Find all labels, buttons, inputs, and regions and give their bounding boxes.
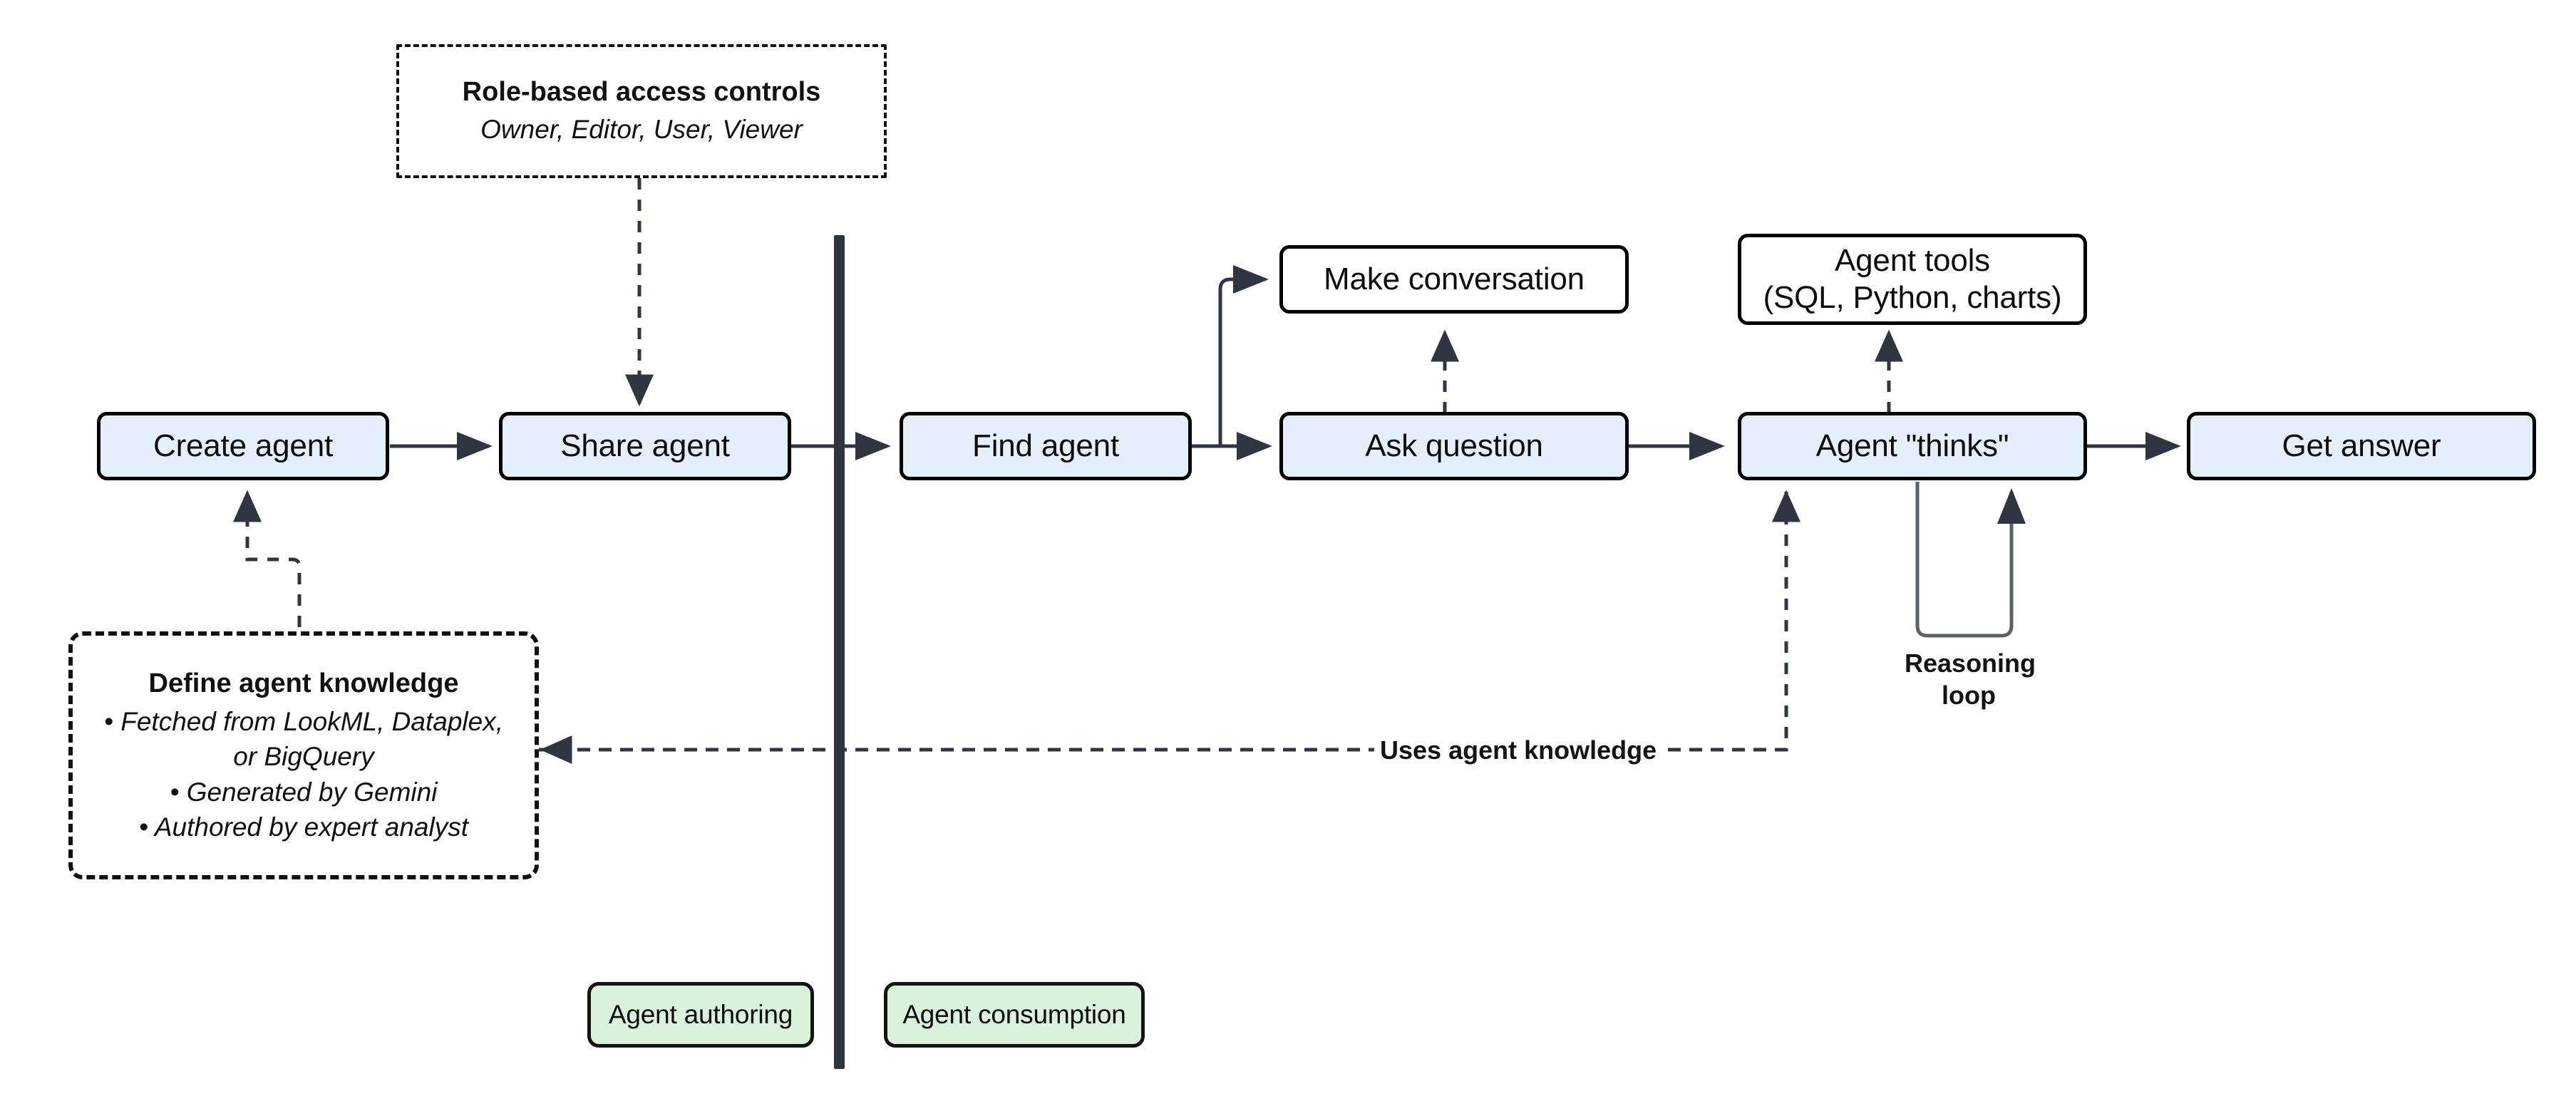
- node-create-agent[interactable]: Create agent: [97, 412, 389, 480]
- node-create-agent-label: Create agent: [153, 428, 333, 464]
- node-find-agent-label: Find agent: [972, 428, 1119, 464]
- knowledge-note-item-fetched: • Fetched from LookML, Dataplex, or BigQ…: [104, 707, 503, 772]
- edge-find-to-make-conversation: [1218, 265, 1269, 446]
- edge-label-uses-agent-knowledge: Uses agent knowledge: [1374, 734, 1663, 766]
- edge-reasoning-loop: [1915, 482, 2026, 638]
- node-get-answer[interactable]: Get answer: [2187, 412, 2536, 480]
- node-find-agent[interactable]: Find agent: [900, 412, 1192, 480]
- knowledge-note-title: Define agent knowledge: [148, 668, 459, 698]
- node-get-answer-label: Get answer: [2282, 428, 2441, 464]
- edge-label-reasoning-loop-line2: loop: [1942, 681, 1996, 710]
- legend-agent-authoring[interactable]: Agent authoring: [587, 982, 814, 1048]
- node-ask-question-label: Ask question: [1365, 428, 1543, 464]
- node-share-agent[interactable]: Share agent: [499, 412, 791, 480]
- node-agent-tools-label-line1: Agent tools: [1835, 243, 1990, 279]
- node-make-conversation-label: Make conversation: [1324, 262, 1585, 297]
- node-agent-tools-label-line2: (SQL, Python, charts): [1763, 280, 2062, 315]
- knowledge-note-item-generated: • Generated by Gemini: [170, 777, 438, 807]
- note-role-based-access-controls: Role-based access controls Owner, Editor…: [396, 44, 887, 178]
- node-agent-thinks[interactable]: Agent "thinks": [1738, 412, 2087, 480]
- rbac-note-title: Role-based access controls: [462, 76, 821, 107]
- edge-knowledge-to-create-agent: [233, 490, 302, 627]
- node-ask-question[interactable]: Ask question: [1279, 412, 1629, 480]
- knowledge-note-item-authored: • Authored by expert analyst: [138, 812, 468, 842]
- edge-uses-agent-knowledge-up: [536, 490, 1800, 752]
- edge-label-reasoning-loop-line1: Reasoning: [1905, 648, 2036, 678]
- legend-agent-authoring-label: Agent authoring: [608, 1000, 793, 1030]
- section-divider: [834, 235, 845, 1069]
- node-agent-tools[interactable]: Agent tools (SQL, Python, charts): [1738, 234, 2087, 325]
- legend-agent-consumption[interactable]: Agent consumption: [884, 982, 1145, 1048]
- edge-label-reasoning-loop: Reasoning loop: [1905, 647, 2036, 711]
- node-agent-thinks-label: Agent "thinks": [1815, 428, 2009, 464]
- node-share-agent-label: Share agent: [560, 428, 730, 464]
- edge-label-uses-agent-knowledge-text: Uses agent knowledge: [1380, 735, 1657, 765]
- note-define-agent-knowledge: Define agent knowledge • Fetched from Lo…: [68, 631, 539, 879]
- legend-agent-consumption-label: Agent consumption: [902, 1000, 1126, 1030]
- rbac-note-subtitle: Owner, Editor, User, Viewer: [480, 115, 803, 145]
- node-make-conversation[interactable]: Make conversation: [1279, 245, 1629, 314]
